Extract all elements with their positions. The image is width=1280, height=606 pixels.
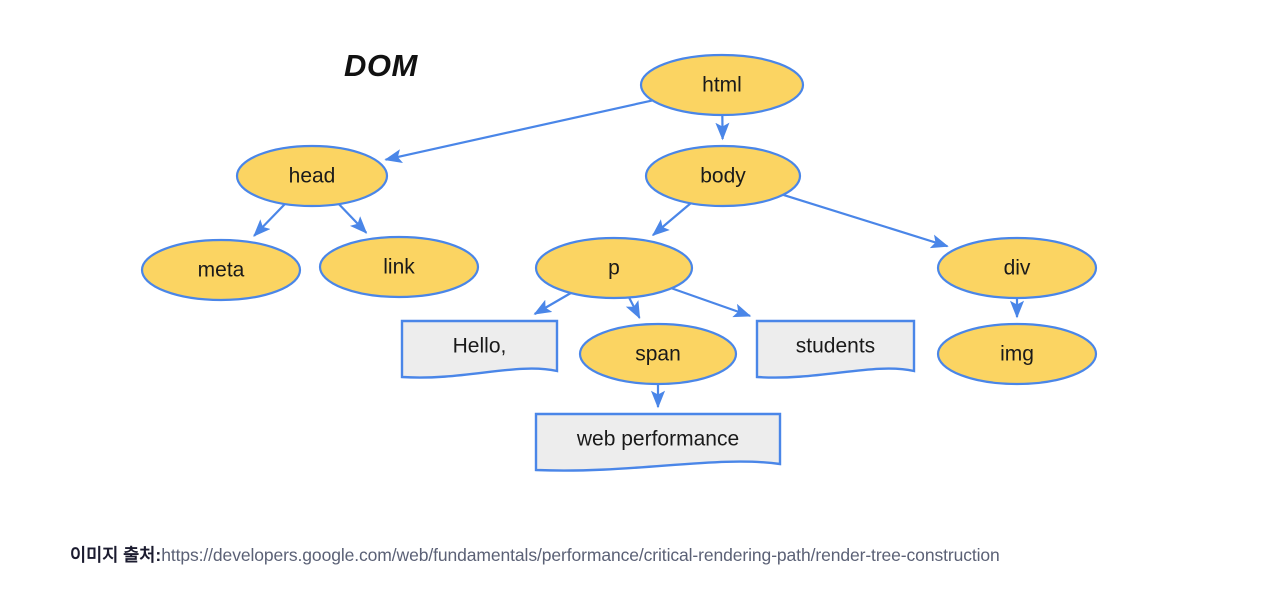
- node-label-html: html: [702, 74, 742, 97]
- node-p[interactable]: p: [534, 236, 694, 300]
- node-shape-ellipse: [578, 322, 738, 386]
- credit-url[interactable]: https://developers.google.com/web/fundam…: [161, 545, 1000, 565]
- node-label-webperf: web performance: [576, 428, 739, 451]
- edge-html-to-head: [384, 99, 653, 164]
- node-shape-document: [400, 319, 559, 379]
- edge-head-to-meta: [253, 203, 286, 237]
- node-shape-ellipse: [936, 236, 1098, 300]
- node-link[interactable]: link: [318, 235, 480, 299]
- edge-p-to-span: [625, 296, 641, 320]
- credit-line: 이미지 출처:https://developers.google.com/web…: [70, 545, 1000, 566]
- node-shape-document: [755, 319, 916, 379]
- node-label-img: img: [1000, 343, 1034, 366]
- node-webperf[interactable]: web performance: [534, 412, 782, 472]
- node-label-p: p: [608, 257, 620, 280]
- node-img[interactable]: img: [936, 322, 1098, 386]
- edge-body-to-p: [651, 202, 692, 236]
- node-meta[interactable]: meta: [140, 238, 302, 302]
- diagram-title: DOM: [344, 48, 418, 83]
- node-shape-ellipse: [644, 144, 802, 208]
- node-shape-ellipse: [936, 322, 1098, 386]
- node-html[interactable]: html: [639, 53, 805, 117]
- node-label-hello: Hello,: [453, 335, 507, 358]
- node-div[interactable]: div: [936, 236, 1098, 300]
- node-label-link: link: [383, 256, 415, 279]
- node-shape-document: [534, 412, 782, 472]
- node-students[interactable]: students: [755, 319, 916, 379]
- edge-head-to-link: [337, 203, 368, 234]
- node-label-span: span: [635, 343, 681, 366]
- edge-p-to-students: [671, 287, 752, 318]
- edge-p-to-hello: [533, 292, 572, 315]
- node-shape-ellipse: [639, 53, 805, 117]
- edge-body-to-div: [782, 193, 949, 249]
- node-span[interactable]: span: [578, 322, 738, 386]
- node-label-meta: meta: [198, 259, 245, 282]
- edge-layer: [253, 99, 1025, 409]
- node-head[interactable]: head: [235, 144, 389, 208]
- node-label-body: body: [700, 165, 746, 188]
- node-shape-ellipse: [235, 144, 389, 208]
- node-label-head: head: [289, 165, 336, 188]
- node-body[interactable]: body: [644, 144, 802, 208]
- node-shape-ellipse: [318, 235, 480, 299]
- node-label-students: students: [796, 335, 875, 358]
- node-label-div: div: [1004, 257, 1031, 280]
- credit-label: 이미지 출처:: [70, 545, 162, 565]
- node-hello[interactable]: Hello,: [400, 319, 559, 379]
- node-layer: html head body meta link p div span img Hello, stu…: [140, 53, 1098, 472]
- node-shape-ellipse: [534, 236, 694, 300]
- node-shape-ellipse: [140, 238, 302, 302]
